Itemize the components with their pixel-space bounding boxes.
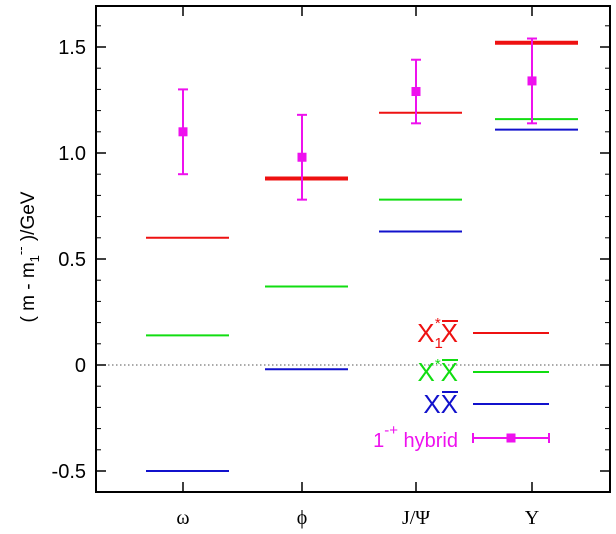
hybrid-point [297,152,307,162]
hybrid-point [411,87,421,97]
x-tick-label: Υ [525,507,539,529]
legend-label: X1*X [417,315,458,352]
y-tick-label: -0.5 [52,461,86,483]
legend-entry-xx: XX [423,389,549,419]
legend-label: 1-+ hybrid [373,422,458,452]
y-axis-label-sub: 1 [27,255,42,262]
legend-entry-x1x: X1*X [417,315,549,352]
y-axis-label-main: ( m - m [18,262,39,322]
y-tick-label: 0.5 [58,249,86,271]
x-tick-label: ϕ [297,507,308,529]
x-tick-label: ω [176,507,189,529]
hybrid-point [527,76,537,86]
legend-label: X*X [417,356,458,387]
legend-marker [506,433,516,443]
y-axis-label-sup: -- [13,246,28,255]
y-tick-label: 1.0 [58,143,86,165]
y-tick-label: 0 [75,355,86,377]
y-tick-label: 1.5 [58,37,86,59]
y-axis-label: ( m - m1-- )/GeV [13,191,42,322]
legend-label: XX [423,389,458,419]
hybrid-point [178,127,188,137]
y-axis-label-tail: )/GeV [18,191,39,246]
legend-entry-hybrid: 1-+ hybrid [373,422,550,452]
plot-frame [95,5,611,493]
legend-entry-xx_star: X*X [417,356,549,387]
x-tick-label: J/Ψ [402,507,430,529]
